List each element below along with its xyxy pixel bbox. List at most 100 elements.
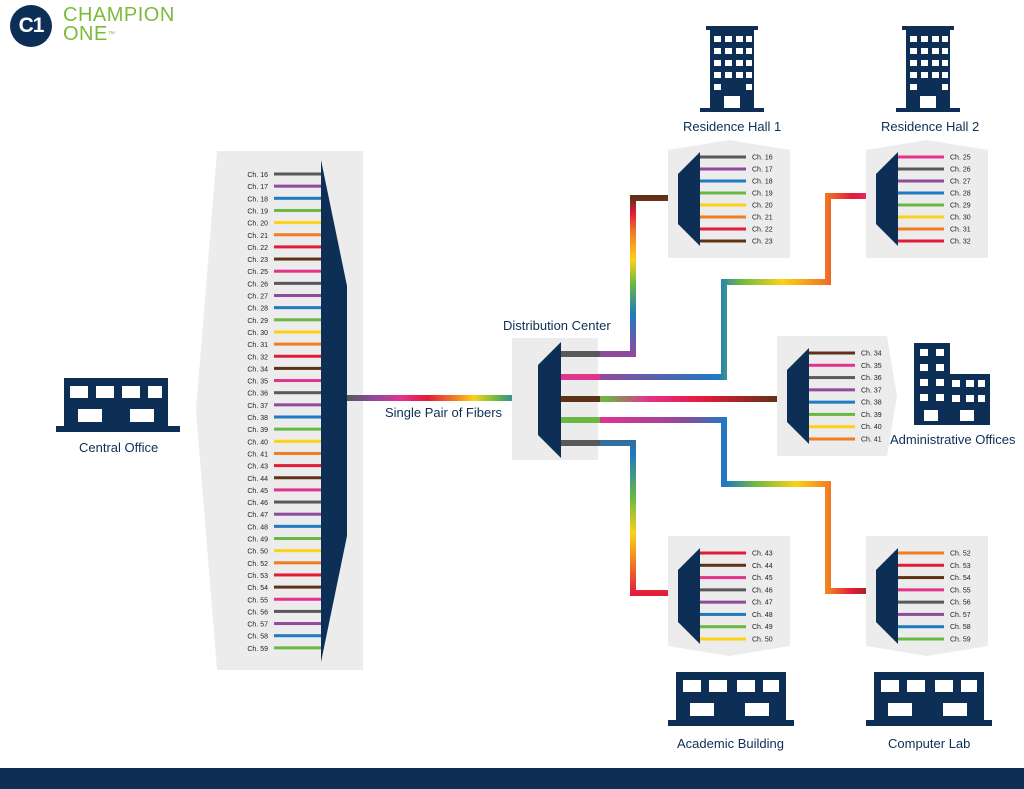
central-channel-fiber xyxy=(274,379,321,383)
residence-hall-2-channel-label: Ch. 26 xyxy=(950,167,971,174)
computer-lab-channel-fiber xyxy=(898,551,944,555)
central-channel-fiber xyxy=(274,366,321,370)
administrative-offices-channel-label: Ch. 41 xyxy=(861,437,882,444)
residence-hall-1-channel-fiber xyxy=(700,203,746,207)
central-channel-fiber xyxy=(274,476,321,480)
residence-hall-2-channel-fiber xyxy=(898,203,944,207)
administrative-offices-channel-label: Ch. 38 xyxy=(861,400,882,407)
central-channel-fiber xyxy=(274,221,321,225)
academic-building-label: Academic Building xyxy=(677,736,784,751)
footer-bar xyxy=(0,768,1024,789)
administrative-offices-channel-label: Ch. 34 xyxy=(861,351,882,358)
central-channel-label: Ch. 17 xyxy=(247,184,268,191)
central-channel-label: Ch. 41 xyxy=(247,451,268,458)
central-channel-label: Ch. 48 xyxy=(247,524,268,531)
trademark-symbol: ™ xyxy=(107,31,116,38)
central-channel-fiber xyxy=(274,537,321,540)
academic-building-multiplexer xyxy=(678,548,700,644)
residence-hall-2-channel-fiber xyxy=(898,179,944,183)
central-channel-label: Ch. 43 xyxy=(247,464,268,471)
residence-hall-2-channel-fiber xyxy=(898,167,944,171)
central-channel-fiber xyxy=(274,597,321,601)
administrative-offices-label: Administrative Offices xyxy=(890,432,1016,447)
residence-hall-2-channel-label: Ch. 29 xyxy=(950,203,971,210)
administrative-offices-channel-label: Ch. 39 xyxy=(861,412,882,419)
central-channel-label: Ch. 27 xyxy=(247,294,268,301)
central-channel-fiber xyxy=(274,585,321,589)
residence-hall-2-multiplexer xyxy=(876,152,898,246)
computer-lab-channel-fiber xyxy=(898,625,944,629)
fiber-link-label: Single Pair of Fibers xyxy=(385,405,503,420)
champion-one-logo-text: CHAMPION ONE™ xyxy=(63,4,175,44)
fiber-route-academic-building xyxy=(600,440,680,596)
academic-building-channel-label: Ch. 44 xyxy=(752,563,773,570)
academic-building-channel-label: Ch. 43 xyxy=(752,551,773,558)
logo-line-1: CHAMPION xyxy=(63,4,175,26)
dc-stub-5 xyxy=(561,440,636,446)
central-channel-fiber xyxy=(274,391,321,395)
central-channel-fiber xyxy=(274,342,321,346)
central-channel-fiber xyxy=(274,403,321,407)
central-channel-fiber xyxy=(274,561,321,565)
computer-lab-channel-label: Ch. 52 xyxy=(950,551,971,558)
central-channel-label: Ch. 58 xyxy=(247,634,268,641)
dc-stub-1 xyxy=(561,351,636,357)
residence-hall-2-building-icon xyxy=(896,26,960,112)
central-channel-label: Ch. 36 xyxy=(247,391,268,398)
administrative-offices-channel-fiber xyxy=(809,351,855,355)
central-channel-label: Ch. 25 xyxy=(247,269,268,276)
computer-lab-multiplexer xyxy=(876,548,898,644)
residence-hall-1-channel-fiber xyxy=(700,239,746,243)
computer-lab-channel-fiber xyxy=(898,588,944,592)
administrative-offices-channel-label: Ch. 37 xyxy=(861,387,882,394)
central-channel-label: Ch. 47 xyxy=(247,512,268,519)
residence-hall-2-channel-label: Ch. 30 xyxy=(950,215,971,222)
central-channel-fiber xyxy=(274,172,321,176)
central-channel-fiber xyxy=(274,257,321,261)
central-channel-fiber xyxy=(274,622,321,626)
central-channel-label: Ch. 57 xyxy=(247,622,268,629)
residence-hall-2-channel-fiber xyxy=(898,239,944,243)
computer-lab-channel-label: Ch. 53 xyxy=(950,563,971,570)
central-channel-fiber xyxy=(274,354,321,358)
fiber-route-computer-lab xyxy=(600,417,878,594)
computer-lab-channel-fiber xyxy=(898,637,944,641)
central-channel-label: Ch. 34 xyxy=(247,366,268,373)
central-channel-fiber xyxy=(274,634,321,638)
central-channel-fiber xyxy=(274,439,321,443)
central-channel-label: Ch. 26 xyxy=(247,281,268,288)
central-channel-label: Ch. 35 xyxy=(247,379,268,386)
academic-building-channel-label: Ch. 47 xyxy=(752,600,773,607)
residence-hall-1-channel-label: Ch. 18 xyxy=(752,179,773,186)
computer-lab-channel-fiber xyxy=(898,600,944,604)
central-channel-label: Ch. 20 xyxy=(247,221,268,228)
residence-hall-2-channel-fiber xyxy=(898,215,944,219)
administrative-offices-channel-fiber xyxy=(809,437,855,441)
central-channel-label: Ch. 46 xyxy=(247,500,268,507)
central-office-building-icon xyxy=(56,378,180,432)
academic-building-channel-label: Ch. 45 xyxy=(752,575,773,582)
central-office-label: Central Office xyxy=(79,440,159,455)
central-channel-label: Ch. 53 xyxy=(247,573,268,580)
central-channel-fiber xyxy=(274,573,321,577)
residence-hall-2-channel-label: Ch. 27 xyxy=(950,179,971,186)
residence-hall-2-channel-fiber xyxy=(898,227,944,231)
residence-hall-1-channel-label: Ch. 22 xyxy=(752,227,773,234)
central-channel-label: Ch. 45 xyxy=(247,488,268,495)
residence-hall-1-channel-label: Ch. 21 xyxy=(752,215,773,222)
administrative-offices-channel-fiber xyxy=(809,412,855,416)
central-channel-fiber xyxy=(274,233,321,237)
central-channel-fiber xyxy=(274,208,321,212)
residence-hall-2-channel-label: Ch. 32 xyxy=(950,239,971,246)
central-channel-fiber xyxy=(274,184,321,188)
administrative-offices-building-icon xyxy=(914,343,990,425)
computer-lab-channel-label: Ch. 59 xyxy=(950,637,971,644)
central-channel-label: Ch. 54 xyxy=(247,585,268,592)
residence-hall-1-building-icon xyxy=(700,26,764,112)
central-channel-label: Ch. 16 xyxy=(247,172,268,179)
central-channel-fiber xyxy=(274,427,321,431)
trunk-fiber xyxy=(347,395,539,401)
distribution-demultiplexer xyxy=(538,342,561,458)
